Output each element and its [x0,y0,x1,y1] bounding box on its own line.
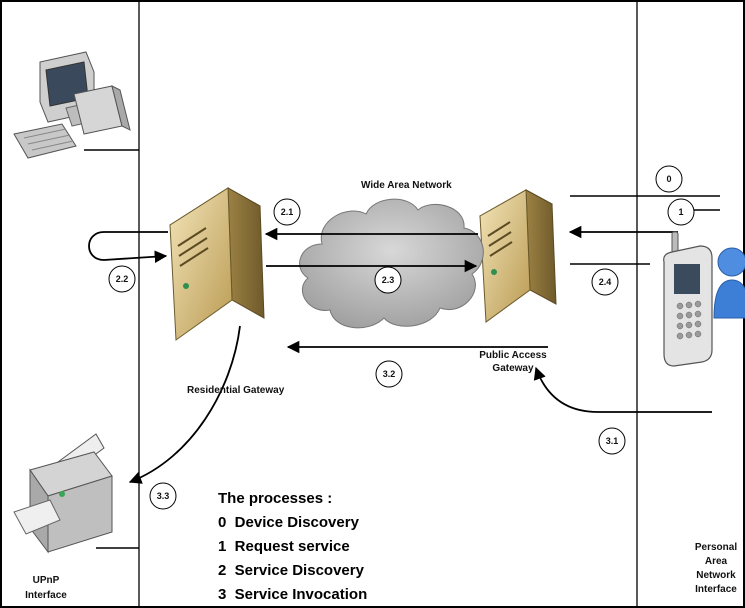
step-0: 0 [655,165,683,193]
public-access-gateway-server [478,189,557,323]
wan-cloud [299,198,484,329]
svg-text:2.2: 2.2 [116,274,129,284]
arrow-2-2-loop [88,231,168,264]
public-access-gateway-label-1: Public Access [479,350,547,361]
mobile-phone-icon [663,231,713,367]
legend-item: 3 Service Invocation [218,586,367,603]
legend-item: 1 Request service [218,538,350,555]
step-3-3: 3.3 [149,482,177,510]
legend-title: The processes : [218,490,332,507]
step-2-3: 2.3 [374,266,402,294]
wan-label: Wide Area Network [361,180,452,191]
arrow-3-3 [128,325,241,484]
residential-gateway-label: Residential Gateway [187,385,285,396]
svg-text:2.3: 2.3 [382,275,395,285]
svg-text:1: 1 [678,207,683,217]
step-1: 1 [667,198,695,226]
step-2-2: 2.2 [108,265,136,293]
svg-text:3.1: 3.1 [606,436,619,446]
pan-label-3: Network [696,570,736,581]
step-2-1: 2.1 [273,198,301,226]
svg-text:2.4: 2.4 [599,277,612,287]
step-3-1: 3.1 [598,427,626,455]
svg-text:3.3: 3.3 [157,491,170,501]
pan-label-2: Area [705,556,728,567]
svg-text:2.1: 2.1 [281,207,294,217]
upnp-label-1: UPnP [33,575,60,586]
printer-icon [13,433,113,554]
svg-text:3.2: 3.2 [383,369,396,379]
legend-item: 2 Service Discovery [218,562,365,579]
pan-label-1: Personal [695,542,737,553]
computer-icon [13,51,131,159]
step-2-4: 2.4 [591,268,619,296]
pan-label-4: Interface [695,584,737,595]
person-icon [713,247,745,319]
processes-legend: The processes : 0 Device Discovery 1 Req… [218,490,367,603]
svg-text:0: 0 [666,174,671,184]
arrow-3-1 [533,366,712,413]
legend-item: 0 Device Discovery [218,514,360,531]
residential-gateway-server [169,187,265,341]
public-access-gateway-label-2: Gateway [492,363,534,374]
step-3-2: 3.2 [375,360,403,388]
upnp-label-2: Interface [25,590,67,601]
